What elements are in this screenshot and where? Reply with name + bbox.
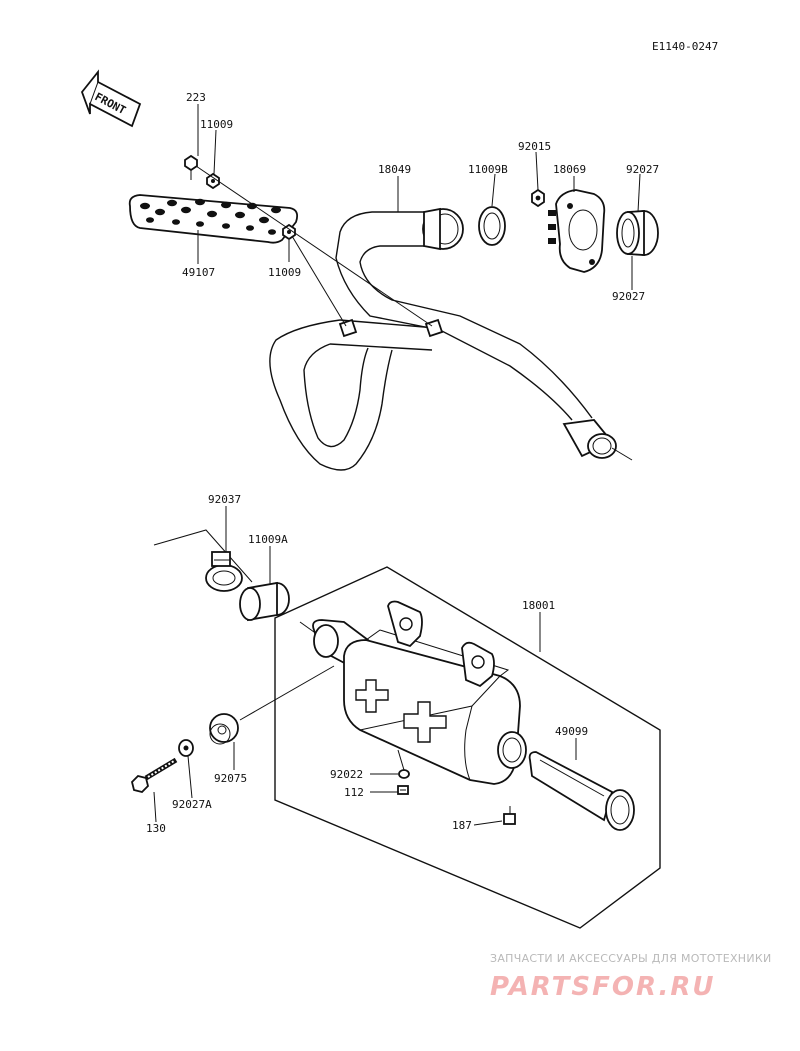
label-11009-top: 11009 <box>200 118 233 131</box>
label-92015: 92015 <box>518 140 551 153</box>
flange-18069 <box>548 189 606 273</box>
label-18069: 18069 <box>553 163 586 176</box>
muffler-18001 <box>312 600 527 785</box>
watermark-brand: PARTSFOR.RU <box>490 972 715 1002</box>
label-92075: 92075 <box>214 772 247 785</box>
screw-187 <box>503 806 516 825</box>
grommet-92075 <box>209 713 239 745</box>
leader-lines <box>153 104 641 826</box>
label-49099: 49099 <box>555 725 588 738</box>
tail-pipe-49099 <box>528 751 635 831</box>
label-92022: 92022 <box>330 768 363 781</box>
bolt-130 <box>131 757 178 793</box>
clamp-92037 <box>205 551 243 592</box>
label-92037: 92037 <box>208 493 241 506</box>
muffler-group-outline <box>274 566 661 929</box>
label-49107: 49107 <box>182 266 215 279</box>
label-18049: 18049 <box>378 163 411 176</box>
label-187: 187 <box>452 819 472 832</box>
gasket-11009a <box>239 581 290 622</box>
heat-shield-49107 <box>128 194 299 244</box>
nut-92015 <box>531 188 545 208</box>
gasket-11009b <box>478 206 506 246</box>
label-92027a: 92027A <box>172 798 212 811</box>
diagram-code: E1140-0247 <box>652 40 718 53</box>
screw-112 <box>397 785 409 795</box>
label-112: 112 <box>344 786 364 799</box>
label-223: 223 <box>186 91 206 104</box>
label-11009b: 11009B <box>468 163 508 176</box>
label-92027-top: 92027 <box>626 163 659 176</box>
ring-92027 <box>616 210 659 256</box>
label-11009-mid: 11009 <box>268 266 301 279</box>
nut-11009-mid <box>282 223 296 241</box>
label-92027-bot: 92027 <box>612 290 645 303</box>
label-130: 130 <box>146 822 166 835</box>
front-arrow-icon: FRONT <box>80 69 142 128</box>
bolt-223 <box>184 154 198 180</box>
label-11009a: 11009A <box>248 533 288 546</box>
washer-92022 <box>398 769 410 779</box>
watermark-tagline: ЗАПЧАСТИ И АКСЕССУАРЫ ДЛЯ МОТОТЕХНИКИ <box>490 952 772 965</box>
exhaust-pipe-18049 <box>269 207 633 471</box>
collar-92027a <box>178 739 194 757</box>
nut-11009-top <box>206 172 220 190</box>
label-18001: 18001 <box>522 599 555 612</box>
